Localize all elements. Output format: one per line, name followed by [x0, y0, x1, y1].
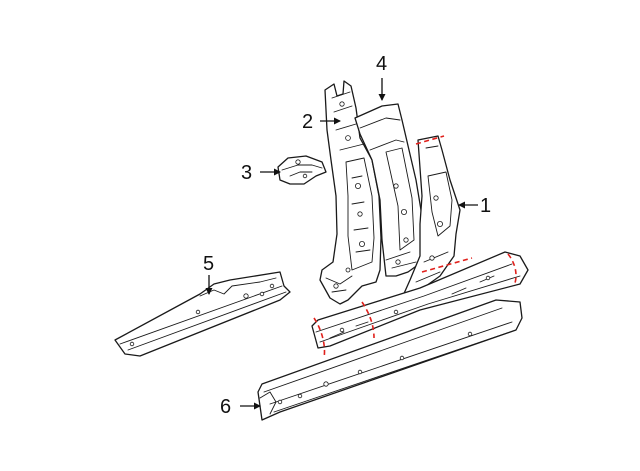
- callout-1-label: 1: [480, 195, 491, 217]
- part-6-rocker-panel: [257, 299, 523, 421]
- cut-line-pillar-top: [415, 135, 445, 145]
- callout-3: 3: [241, 162, 281, 184]
- callout-4: 4: [376, 53, 387, 101]
- cut-line-rocker-middle: [361, 301, 375, 339]
- callout-5: 5: [203, 253, 214, 295]
- callout-4-label: 4: [376, 53, 387, 75]
- callout-3-label: 3: [241, 162, 252, 184]
- part-4-reinforcement: [354, 103, 425, 277]
- callout-6-label: 6: [220, 396, 231, 418]
- inner-rocker-section: [311, 251, 529, 349]
- callout-1: 1: [458, 195, 491, 217]
- callout-2-label: 2: [302, 111, 313, 133]
- cut-line-rocker-left: [313, 317, 326, 359]
- part-2-pillar: [319, 80, 382, 305]
- part-5-floor-rail: [114, 271, 291, 357]
- cut-line-pillar-base: [421, 257, 473, 273]
- callout-2: 2: [302, 111, 341, 133]
- callout-6: 6: [220, 396, 261, 418]
- cut-lines: [313, 135, 517, 359]
- part-3-bracket: [277, 155, 327, 185]
- callout-5-label: 5: [203, 253, 214, 275]
- cut-line-rocker-right: [507, 253, 517, 287]
